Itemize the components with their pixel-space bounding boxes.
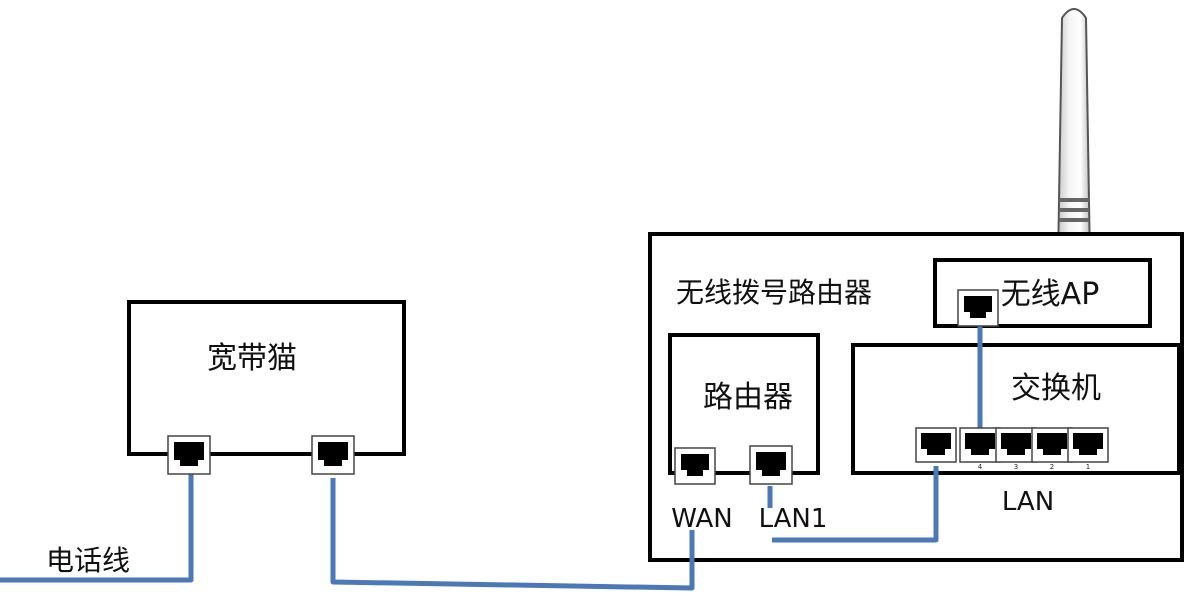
switch-port-2: 2 [1031, 427, 1073, 471]
cables [0, 324, 983, 591]
ap-label: 无线AP [1001, 277, 1100, 312]
switch-port-1: 1 [1067, 427, 1109, 471]
phone-line-cable [0, 474, 194, 583]
switch-port-3-label: 3 [1014, 463, 1018, 471]
switch-uplink-port [915, 427, 957, 463]
ap-port [957, 289, 999, 327]
modem-port-phone [167, 435, 211, 475]
modem-box [127, 300, 406, 456]
modem-label: 宽带猫 [207, 341, 297, 376]
router-label: 路由器 [703, 380, 793, 415]
switch-port-4: 4 [959, 427, 1001, 471]
modem-to-wan-cable [330, 478, 695, 591]
lan1-label: LAN1 [759, 504, 828, 534]
switch-port-4-label: 4 [978, 463, 983, 471]
switch-port-2-label: 2 [1050, 463, 1054, 471]
router-wan-port [674, 447, 716, 485]
wan-label: WAN [671, 504, 733, 534]
switch-label: 交换机 [1011, 371, 1101, 406]
switch-port-1-label: 1 [1086, 463, 1090, 471]
wireless-router-title: 无线拨号路由器 [676, 276, 872, 309]
lan1-to-switch-cable [772, 466, 939, 543]
antenna [1056, 8, 1092, 263]
lan-label: LAN [1002, 487, 1054, 517]
modem-port-lan [311, 435, 355, 475]
router-lan1-port [749, 445, 793, 485]
phone-line-label: 电话线 [46, 544, 130, 577]
